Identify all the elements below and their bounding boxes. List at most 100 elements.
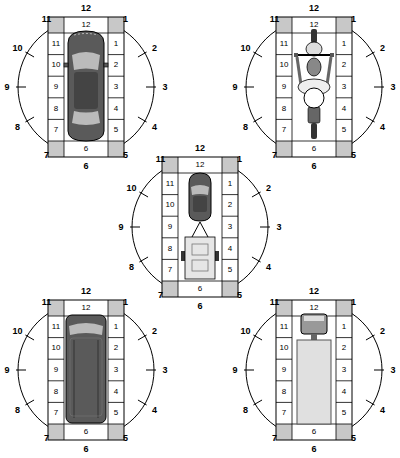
- clock-number: 10: [241, 43, 251, 52]
- zone-number: 6: [84, 145, 88, 153]
- clock-number: 7: [272, 151, 277, 160]
- zone-number: 10: [52, 61, 61, 69]
- zone-number: 1: [114, 40, 118, 48]
- zone-number: 1: [114, 323, 118, 331]
- clock-number: 4: [380, 122, 385, 131]
- clock-number: 3: [162, 366, 167, 375]
- zone-number: 3: [342, 83, 346, 91]
- clock-number: 2: [266, 183, 271, 192]
- clock-number: 2: [380, 43, 385, 52]
- clock-number: 9: [118, 223, 123, 232]
- zone-number: 3: [342, 366, 346, 374]
- clock-number: 10: [241, 326, 251, 335]
- truck-drawing: [297, 314, 331, 424]
- clock-number: 10: [13, 43, 23, 52]
- car-hood-line: [74, 34, 98, 36]
- car-roof: [74, 72, 98, 109]
- clock-number: 11: [42, 297, 52, 306]
- clock-number: 2: [380, 326, 385, 335]
- van-body: [66, 315, 106, 423]
- zone-number: 4: [342, 388, 346, 396]
- zone-number: 12: [82, 304, 91, 312]
- clock-dial: [244, 17, 384, 157]
- zone-number: 8: [54, 388, 58, 396]
- clock-number: 10: [13, 326, 23, 335]
- zone-number: 3: [228, 223, 232, 231]
- car-mirror: [64, 63, 68, 67]
- zone-number: 2: [342, 344, 346, 352]
- coupling: [311, 334, 317, 340]
- grip: [330, 53, 334, 57]
- clock-number: 1: [237, 154, 242, 163]
- clock-number: 11: [156, 154, 166, 163]
- zone-number: 11: [280, 40, 288, 48]
- trailer-detail: [192, 244, 208, 255]
- zone-number: 9: [282, 366, 286, 374]
- zone-number: 12: [310, 21, 319, 29]
- car-trailer-drawing: [181, 173, 219, 279]
- car-roof: [193, 196, 207, 212]
- zone-number: 10: [280, 61, 289, 69]
- clock-number: 7: [44, 151, 49, 160]
- clock-number: 2: [152, 326, 157, 335]
- clock-number: 11: [270, 14, 280, 23]
- clock-number: 1: [123, 14, 128, 23]
- clock-number: 3: [162, 83, 167, 92]
- zone-number: 12: [196, 161, 205, 169]
- trailer-detail: [192, 260, 208, 271]
- grip: [294, 53, 298, 57]
- zone-number: 9: [282, 83, 286, 91]
- zone-number: 1: [228, 180, 232, 188]
- clock-number: 10: [127, 183, 137, 192]
- clock-number: 9: [232, 366, 237, 375]
- clock-number: 8: [243, 122, 248, 131]
- zone-number: 5: [342, 409, 346, 417]
- zone-number: 6: [312, 428, 316, 436]
- car-windshield: [72, 52, 100, 70]
- zone-number: 11: [280, 323, 288, 331]
- zone-number: 12: [82, 21, 91, 29]
- clock-number: 1: [351, 297, 356, 306]
- clock-number: 1: [123, 297, 128, 306]
- hitch: [192, 222, 208, 237]
- zone-number: 10: [166, 201, 175, 209]
- car-windshield: [191, 185, 209, 195]
- car-body: [68, 31, 104, 141]
- clock-number: 3: [390, 83, 395, 92]
- motorcycle-drawing: [294, 29, 334, 139]
- clock-dial: [130, 157, 270, 297]
- car-drawing: [64, 31, 108, 141]
- clock-number: 8: [243, 405, 248, 414]
- clock-number: 8: [15, 122, 20, 131]
- zone-number: 2: [114, 61, 118, 69]
- roof-rail: [98, 340, 99, 418]
- zone-number: 10: [280, 344, 289, 352]
- clock-number: 9: [232, 83, 237, 92]
- zone-number: 3: [114, 366, 118, 374]
- zone-number: 8: [282, 105, 286, 113]
- zone-number: 4: [114, 388, 118, 396]
- zone-number: 5: [114, 126, 118, 134]
- truck-cab: [301, 314, 327, 334]
- clock-number: 5: [123, 434, 128, 443]
- trailer-wheel: [181, 251, 185, 261]
- clock-number: 3: [276, 223, 281, 232]
- rider-arm: [297, 57, 301, 85]
- clock-number: 7: [272, 434, 277, 443]
- zone-number: 6: [198, 285, 202, 293]
- zone-number: 7: [168, 266, 172, 274]
- clock-number: 6: [83, 162, 88, 171]
- zone-number: 9: [168, 223, 172, 231]
- zone-number: 7: [54, 409, 58, 417]
- zone-number: 1: [342, 323, 346, 331]
- clock-number: 4: [152, 122, 157, 131]
- clock-dial: [244, 300, 384, 440]
- zone-number: 9: [54, 366, 58, 374]
- clock-dial: [16, 300, 156, 440]
- cab-windshield: [304, 316, 324, 321]
- handlebar: [296, 54, 332, 56]
- clock-number: 2: [152, 43, 157, 52]
- clock-number: 4: [380, 405, 385, 414]
- zone-number: 2: [228, 201, 232, 209]
- zone-number: 5: [342, 126, 346, 134]
